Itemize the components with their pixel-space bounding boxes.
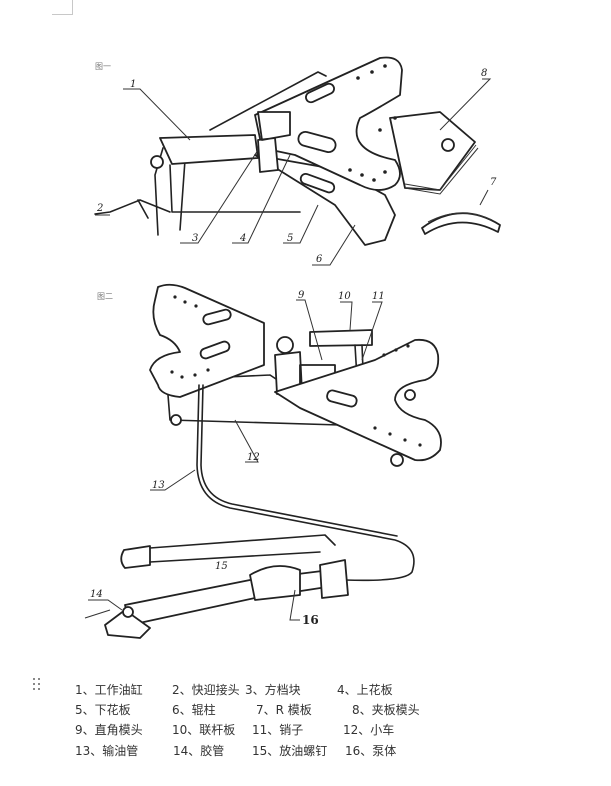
legend-item: 2、快迎接头 bbox=[172, 683, 240, 697]
plate-holes bbox=[348, 64, 397, 182]
pump-cylinder bbox=[249, 565, 301, 601]
oil-pipe bbox=[196, 384, 415, 582]
upper-plate bbox=[254, 56, 403, 191]
link-plate bbox=[309, 329, 373, 347]
hinge bbox=[276, 336, 294, 354]
cart-legs bbox=[94, 199, 171, 219]
figure-1: 图一 1 2 3 4 5 6 bbox=[94, 56, 501, 266]
figure-2: 图二 bbox=[84, 283, 442, 639]
pump-handle bbox=[149, 534, 336, 563]
legend-item: 7、R 模板 bbox=[256, 703, 312, 717]
figure-1-label: 图一 bbox=[95, 62, 111, 71]
legend-item: 1、工作油缸 bbox=[75, 683, 143, 697]
drag-handle-icon[interactable] bbox=[33, 678, 41, 692]
legend-item: 6、辊柱 bbox=[172, 703, 216, 717]
legend-item: 14、胶管 bbox=[173, 744, 225, 758]
plate-holes-fig2 bbox=[170, 295, 210, 379]
callout-6: 6 bbox=[316, 254, 323, 265]
callout-2: 2 bbox=[96, 203, 103, 214]
legend-item: 12、小车 bbox=[343, 723, 395, 737]
callout-3: 3 bbox=[192, 233, 198, 244]
lower-plate-fig2 bbox=[274, 338, 442, 462]
working-cylinder bbox=[159, 134, 259, 165]
callout-15: 15 bbox=[215, 561, 228, 572]
upper-plate-fig2 bbox=[149, 283, 265, 398]
pump-handle-grip bbox=[120, 545, 151, 569]
legend-item: 13、输油管 bbox=[75, 744, 139, 758]
callout-10: 10 bbox=[338, 291, 351, 302]
callout-7: 7 bbox=[490, 177, 497, 188]
square-block bbox=[257, 111, 291, 173]
oil-pipe-edge bbox=[200, 384, 398, 537]
legend-item: 10、联杆板 bbox=[172, 723, 236, 737]
callout-4: 4 bbox=[239, 233, 246, 244]
figure-2-label: 图二 bbox=[97, 292, 113, 301]
pump-base bbox=[104, 609, 151, 639]
legend-item: 5、下花板 bbox=[75, 703, 131, 717]
callout-11: 11 bbox=[372, 291, 385, 302]
callout-5: 5 bbox=[287, 233, 293, 244]
r-template bbox=[421, 212, 501, 235]
callout-12: 12 bbox=[247, 452, 260, 463]
callout-1: 1 bbox=[130, 79, 136, 90]
legend-item: 3、方档块 bbox=[245, 683, 301, 697]
technical-drawing: 图一 1 2 3 4 5 6 bbox=[84, 56, 501, 639]
legend-item: 9、直角模头 bbox=[75, 723, 143, 737]
quick-connector bbox=[150, 155, 164, 169]
legend-item: 15、放油螺钉 bbox=[252, 744, 328, 758]
legend-item: 16、泵体 bbox=[345, 744, 397, 758]
clamp-die bbox=[389, 111, 476, 191]
callout-16: 16 bbox=[302, 613, 319, 627]
pull-rod bbox=[209, 71, 327, 131]
callout-14: 14 bbox=[90, 589, 103, 600]
callout-8: 8 bbox=[481, 68, 487, 79]
callout-9: 9 bbox=[298, 290, 305, 301]
page-corner-mark bbox=[52, 0, 73, 15]
callout-13: 13 bbox=[152, 480, 165, 491]
legend-item: 8、夹板模头 bbox=[352, 703, 420, 717]
legend-item: 11、销子 bbox=[252, 723, 304, 737]
legend-item: 4、上花板 bbox=[337, 683, 393, 697]
plate-holes-right bbox=[373, 344, 422, 447]
